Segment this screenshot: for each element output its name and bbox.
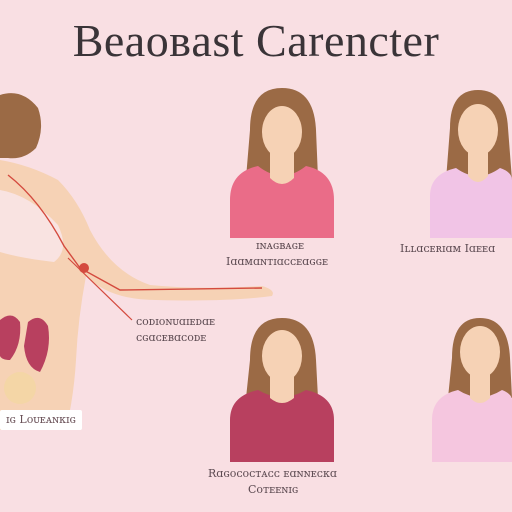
face — [458, 104, 498, 156]
label-bottom-a: Rɑɢᴏᴄᴏᴄᴛᴀᴄᴄ ᴇɑɴɴᴇᴄᴋɑ — [208, 467, 337, 480]
person-bottom-right — [432, 318, 512, 462]
shirt — [230, 390, 334, 462]
face — [262, 106, 302, 158]
label-arm-a: ᴄᴏᴅɪᴏɴᴜɑɪᴇᴅɑᴇ — [136, 315, 216, 328]
label-upper-middle-a: ɪɴᴀɢʙᴀɢᴇ — [256, 239, 305, 252]
label-bottom-b: Cᴏᴛᴇᴇɴɪɢ — [248, 483, 299, 496]
label-arm-b: ᴄɢɑᴄᴇʙɑᴄᴏᴅᴇ — [136, 331, 207, 344]
breast-area — [0, 190, 64, 262]
neck — [468, 148, 488, 182]
page-title: Beaoвast Carencter — [72, 15, 440, 66]
figure-torso — [0, 160, 273, 430]
shirt — [432, 390, 512, 462]
leader-line — [67, 257, 133, 321]
neck — [470, 374, 490, 403]
stomach-circle — [4, 372, 36, 404]
person-top-middle — [230, 88, 334, 238]
lung-right — [24, 317, 49, 372]
label-upper-middle-b: Iɑɑᴍɑɴᴛɪɑᴄᴄᴇɑɢɢᴇ — [226, 255, 329, 268]
shirt — [430, 168, 512, 238]
left-tag: ɪɢ Lᴏᴜᴇᴀɴᴋɪɢ — [0, 410, 82, 430]
label-upper-right: Iʟʟɑᴄᴇʀɪɑᴍ Iɑᴇᴇɑ — [400, 242, 496, 255]
marker-dot — [79, 263, 89, 273]
anatomy-figure — [0, 93, 273, 430]
face — [460, 326, 500, 378]
neck — [270, 376, 294, 403]
shirt — [230, 166, 334, 238]
person-bottom-middle — [230, 318, 334, 462]
neck — [270, 148, 294, 184]
figure-hair — [0, 93, 42, 159]
person-top-right — [430, 90, 512, 238]
face — [262, 330, 302, 382]
lung-left — [0, 315, 21, 360]
